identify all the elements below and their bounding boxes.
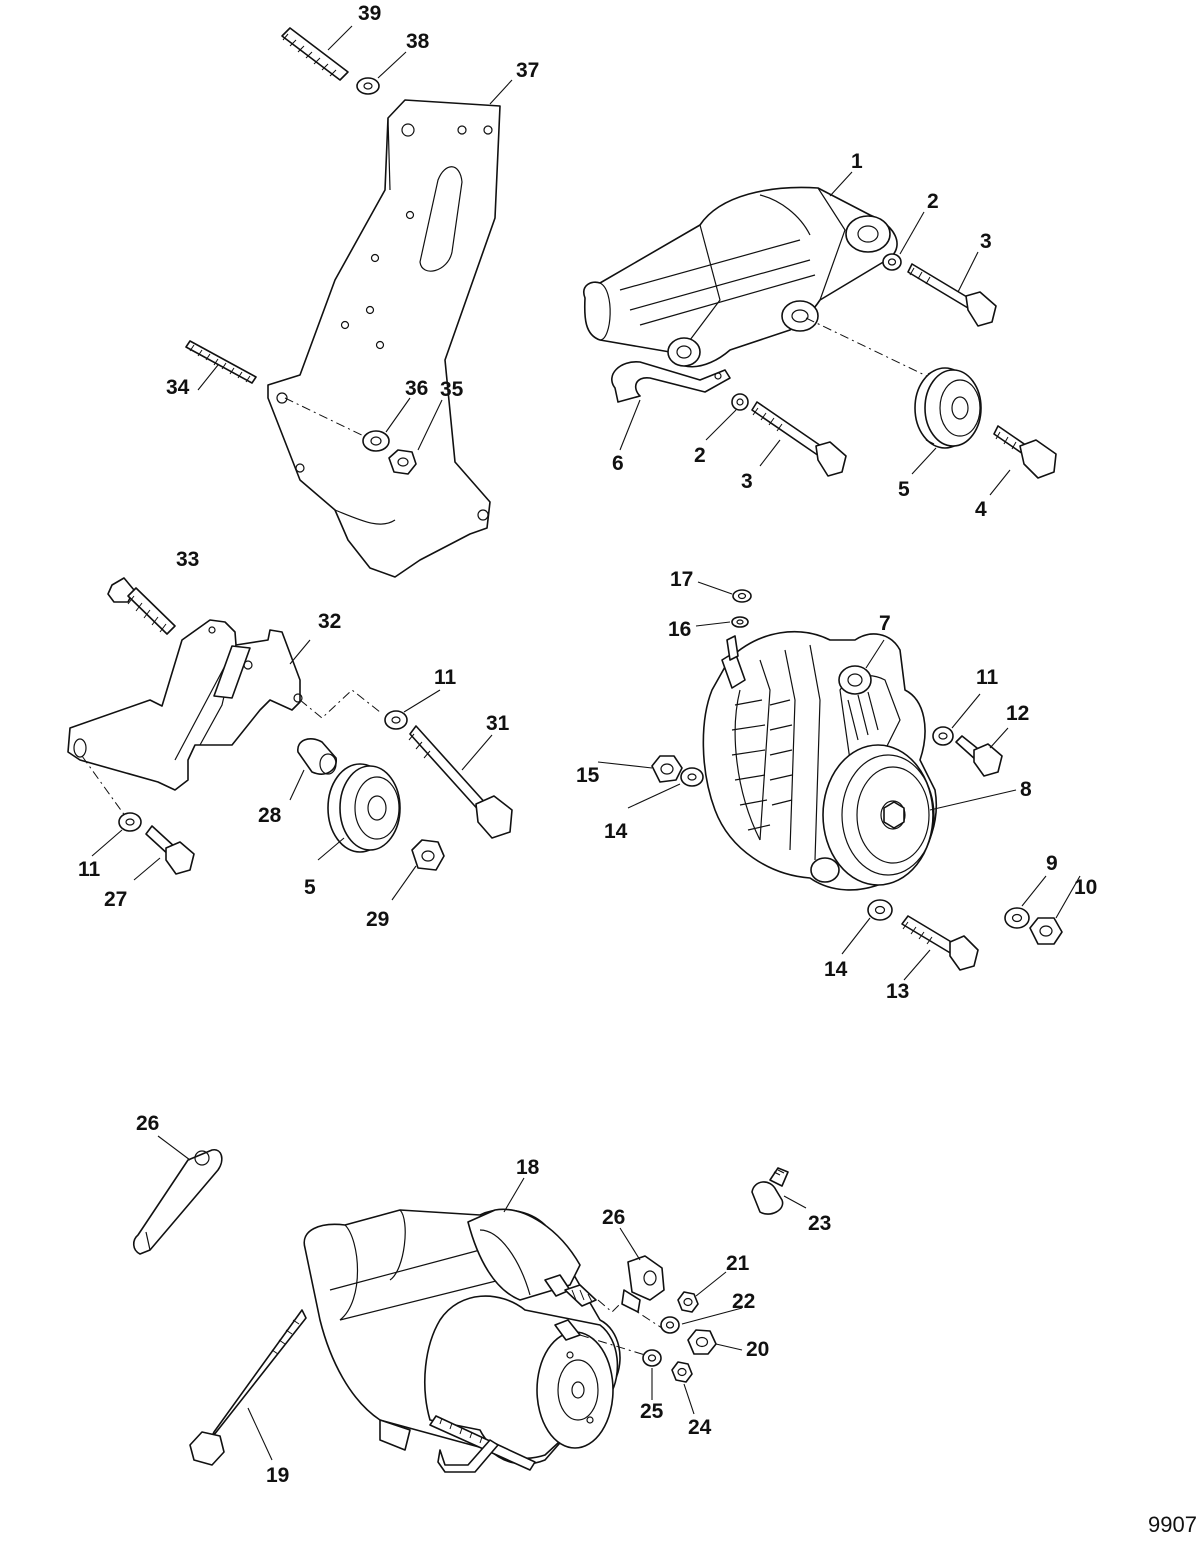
washer-2-upper (882, 253, 902, 271)
washer-11-b (118, 812, 142, 832)
figure-number: 9907 (1148, 1512, 1197, 1537)
mounting-bracket-37 (267, 99, 501, 578)
washer-25 (642, 1349, 662, 1367)
callout-38: 38 (406, 30, 430, 53)
callout-20: 20 (746, 1338, 769, 1361)
callout-35: 35 (440, 378, 464, 401)
callout-15: 15 (576, 764, 600, 787)
bolt-12 (955, 735, 1003, 777)
callout-25: 25 (640, 1400, 664, 1423)
washer-9 (1004, 907, 1030, 929)
callout-28: 27 (104, 888, 127, 911)
callout-13: 13 (886, 980, 909, 1003)
idler-pulley-5-upper (914, 367, 982, 449)
callout-11-c: 11 (976, 666, 999, 689)
callout-6: 6 (612, 452, 624, 475)
callout-34: 34 (166, 376, 190, 399)
callout-2-lower: 2 (694, 444, 706, 467)
axis-line (284, 397, 373, 441)
nut-24 (671, 1361, 693, 1383)
nut-10 (1029, 917, 1063, 945)
stud-34 (185, 340, 257, 384)
callout-4: 4 (975, 498, 987, 521)
idler-bracket-1 (583, 186, 898, 368)
idler-pulley-5-lower (327, 763, 401, 853)
callout-23: 23 (808, 1212, 831, 1235)
washer-22 (660, 1316, 680, 1334)
shim-27 (132, 1149, 223, 1255)
bolt-33 (107, 577, 176, 635)
callout-1: 1 (851, 150, 863, 173)
callout-8: 8 (1020, 778, 1032, 801)
callout-3-upper: 3 (980, 230, 992, 253)
callout-26: 26 (602, 1206, 625, 1229)
alternator-7 (702, 630, 938, 891)
axis-line (299, 689, 381, 719)
axis-line (805, 317, 936, 381)
nut-30 (411, 839, 445, 871)
washer-14-lower (867, 899, 893, 921)
callout-29: 28 (258, 804, 282, 827)
callout-16: 16 (668, 618, 691, 641)
callout-11-b: 11 (78, 858, 101, 881)
callout-32: 32 (318, 610, 341, 633)
callout-31: 31 (486, 712, 510, 735)
stud-39 (281, 27, 349, 81)
nut-35 (388, 449, 417, 475)
callout-18: 18 (516, 1156, 540, 1179)
callout-21: 21 (726, 1252, 750, 1275)
bolt-3-lower (751, 401, 847, 477)
callout-33: 33 (176, 548, 199, 571)
nut-20 (687, 1329, 717, 1355)
callout-11-a: 11 (434, 666, 457, 689)
callout-22: 22 (732, 1290, 755, 1313)
leader-lines (91, 25, 1081, 1461)
callout-5-upper: 5 (898, 478, 910, 501)
bolt-31 (408, 725, 513, 839)
terminal-26 (621, 1255, 665, 1313)
callout-24: 24 (688, 1416, 712, 1439)
starter-motor-18 (303, 1208, 621, 1473)
bolt-19 (189, 1309, 307, 1466)
callout-27: 26 (136, 1112, 159, 1135)
alternator-bracket-32 (67, 619, 303, 791)
washer-16 (731, 616, 749, 628)
clamp-6 (611, 361, 731, 403)
nut-21 (677, 1291, 699, 1313)
washer-36 (362, 430, 390, 452)
callout-3-lower: 3 (741, 470, 753, 493)
axis-line (81, 755, 129, 821)
callout-9: 9 (1046, 852, 1058, 875)
callout-36: 36 (405, 377, 428, 400)
bolt-4 (993, 425, 1057, 479)
washer-11-a (384, 710, 408, 730)
washer-2-lower (731, 393, 749, 411)
axis-line (597, 1299, 666, 1331)
bushing-29 (297, 738, 337, 775)
washer-11-c (932, 726, 954, 746)
nut-17 (732, 589, 752, 603)
callout-14-lower: 14 (824, 958, 848, 981)
boot-23 (751, 1167, 789, 1215)
callout-10: 10 (1074, 876, 1097, 899)
callout-7: 7 (879, 612, 891, 635)
callout-17: 17 (670, 568, 693, 591)
callout-30: 29 (366, 908, 389, 931)
callout-14-upper: 14 (604, 820, 628, 843)
callout-37: 37 (516, 59, 539, 82)
callout-5-lower: 5 (304, 876, 316, 899)
bolt-3-upper (907, 263, 997, 327)
bolt-13 (901, 915, 979, 971)
callout-2-upper: 2 (927, 190, 939, 213)
callout-39: 39 (358, 2, 381, 25)
callout-12: 12 (1006, 702, 1029, 725)
nut-15 (651, 755, 683, 783)
callout-labels: 39 38 37 1 2 3 6 2 3 5 4 34 36 35 33 32 … (78, 2, 1097, 1487)
washer-14-upper (680, 767, 704, 787)
washer-38 (356, 77, 380, 95)
callout-19: 19 (266, 1464, 289, 1487)
bolt-28 (145, 825, 195, 875)
